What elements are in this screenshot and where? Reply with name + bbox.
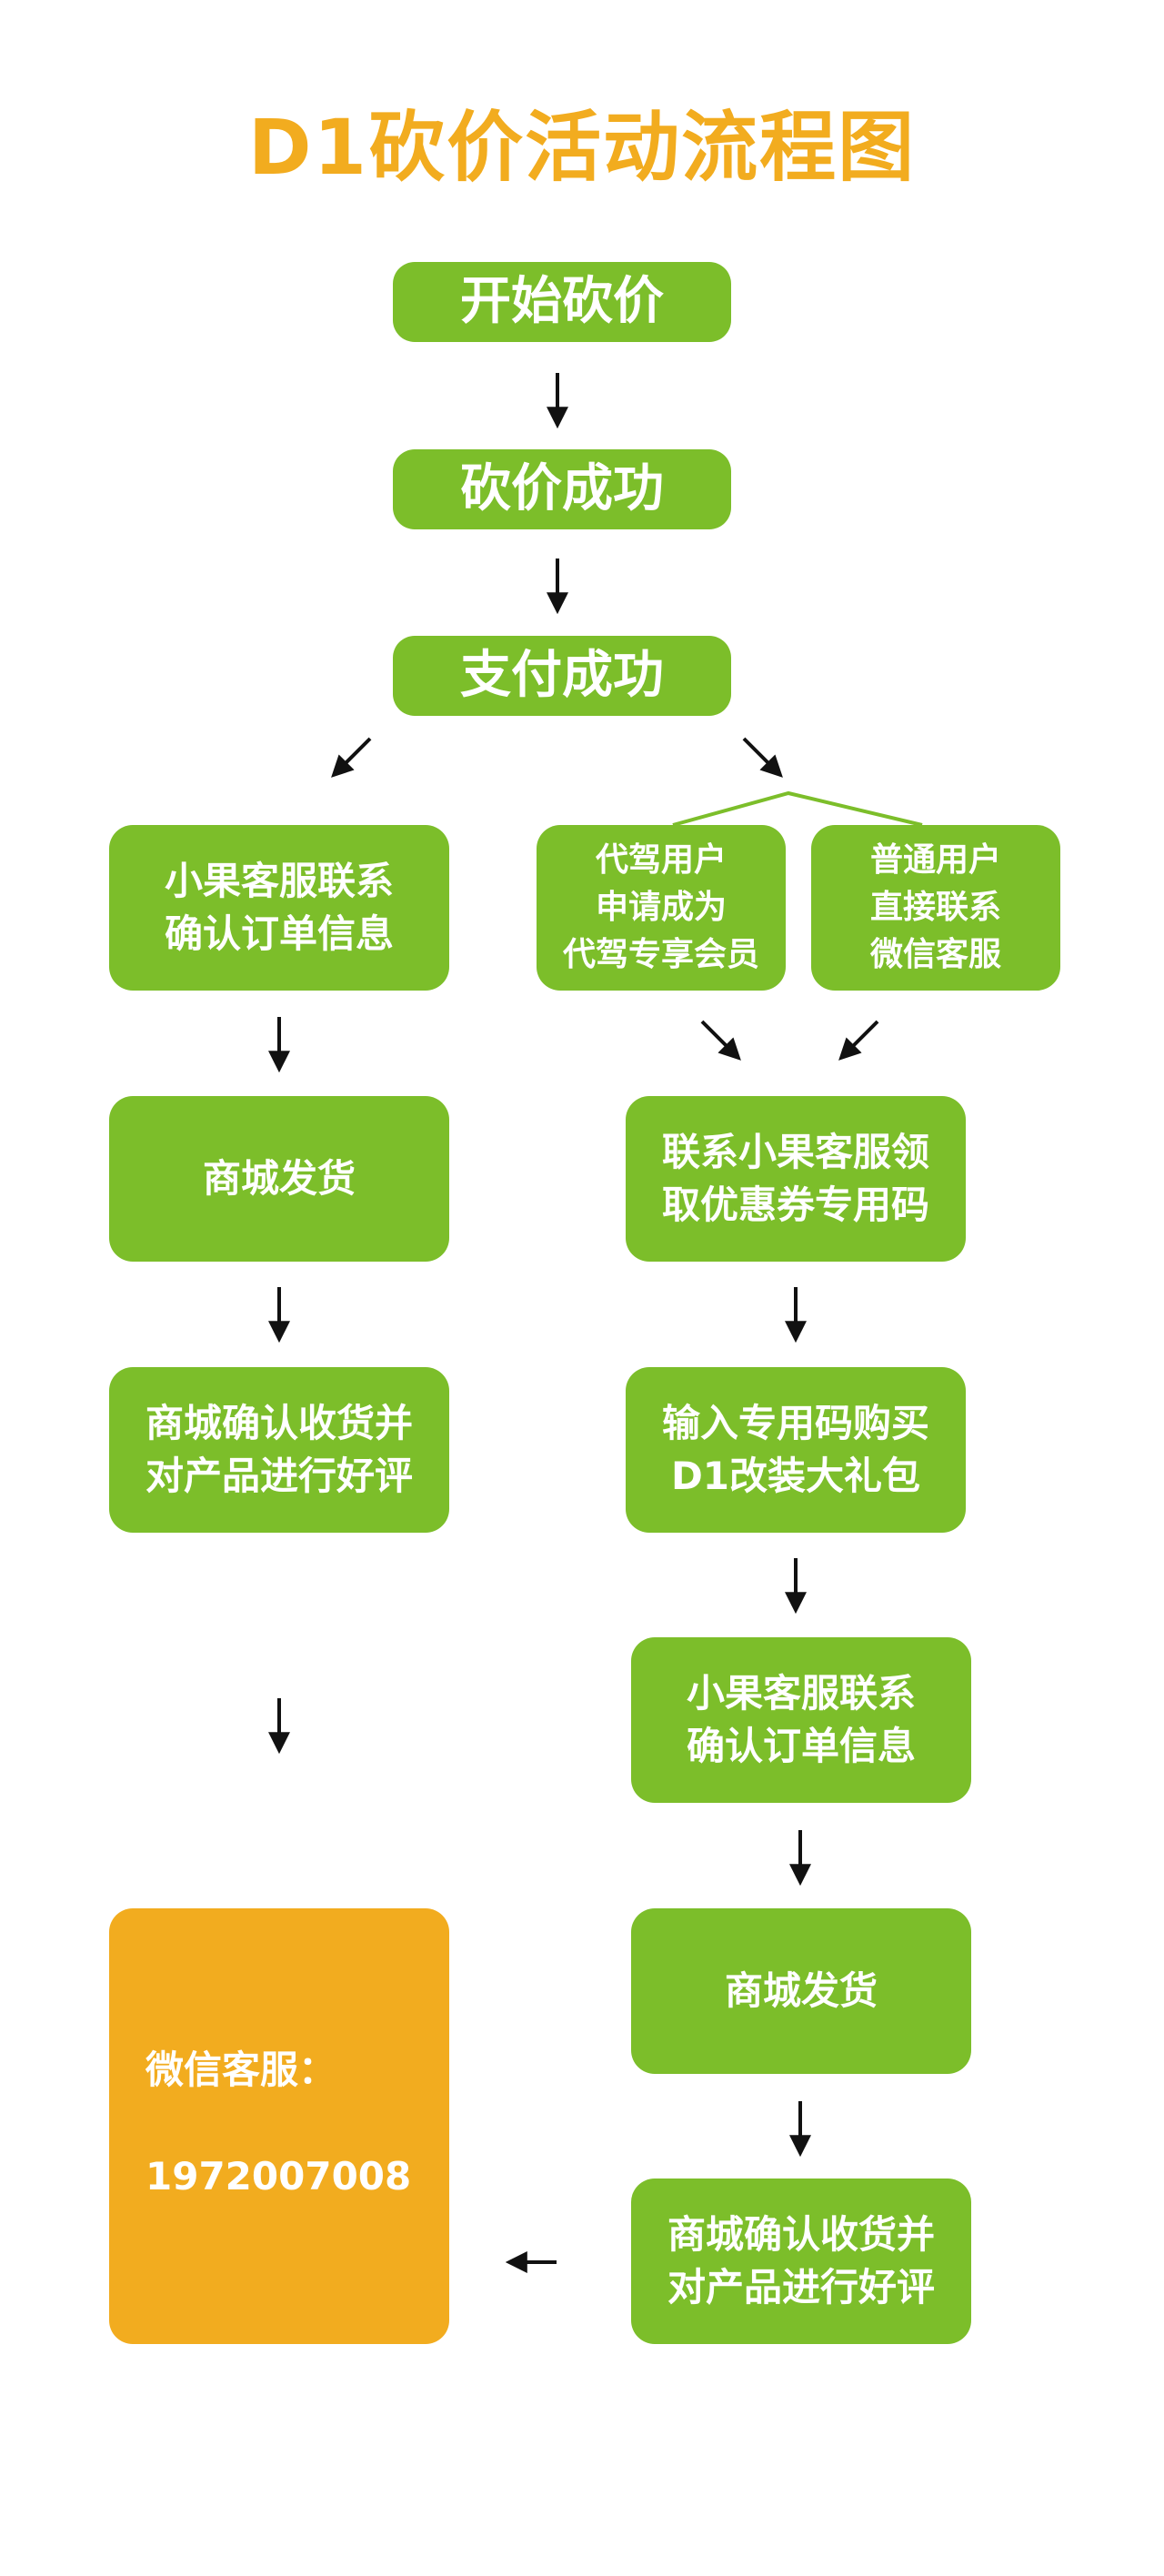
node-right-confirm-order: 小果客服联系 确认订单信息 (631, 1637, 971, 1803)
arrow-normal-to-coupon (838, 1020, 879, 1061)
arrow-pay-to-right (742, 737, 783, 778)
wechat-service-label: 微信客服： (146, 2047, 337, 2092)
node-right-ship: 商城发货 (631, 1908, 971, 2074)
flow-arrows (268, 373, 923, 2273)
hotline-label: 客服热线： (146, 2365, 337, 2410)
arrow-proxy-to-coupon (700, 1020, 741, 1061)
node-proxy-user: 代驾用户 申请成为 代驾专享会员 (537, 825, 786, 991)
hotline-number: 400-068-0505 (146, 2472, 444, 2518)
node-bargain-success: 砍价成功 (393, 449, 731, 529)
diagram-title: D1砍价活动流程图 (247, 103, 917, 192)
wechat-service-id: 1972007008 (146, 2154, 412, 2199)
node-left-confirm-order: 小果客服联系 确认订单信息 (109, 825, 449, 991)
node-normal-user: 普通用户 直接联系 微信客服 (811, 825, 1060, 991)
node-right-review: 商城确认收货并 对产品进行好评 (631, 2179, 971, 2344)
node-start-bargain: 开始砍价 (393, 262, 731, 342)
branch-connector (672, 790, 923, 827)
node-left-review: 商城确认收货并 对产品进行好评 (109, 1367, 449, 1533)
arrow-pay-to-left (331, 737, 372, 778)
node-pay-success: 支付成功 (393, 636, 731, 716)
node-get-coupon: 联系小果客服领 取优惠券专用码 (626, 1096, 966, 1262)
node-left-ship: 商城发货 (109, 1096, 449, 1262)
node-buy-pack: 输入专用码购买 D1改装大礼包 (626, 1367, 966, 1533)
